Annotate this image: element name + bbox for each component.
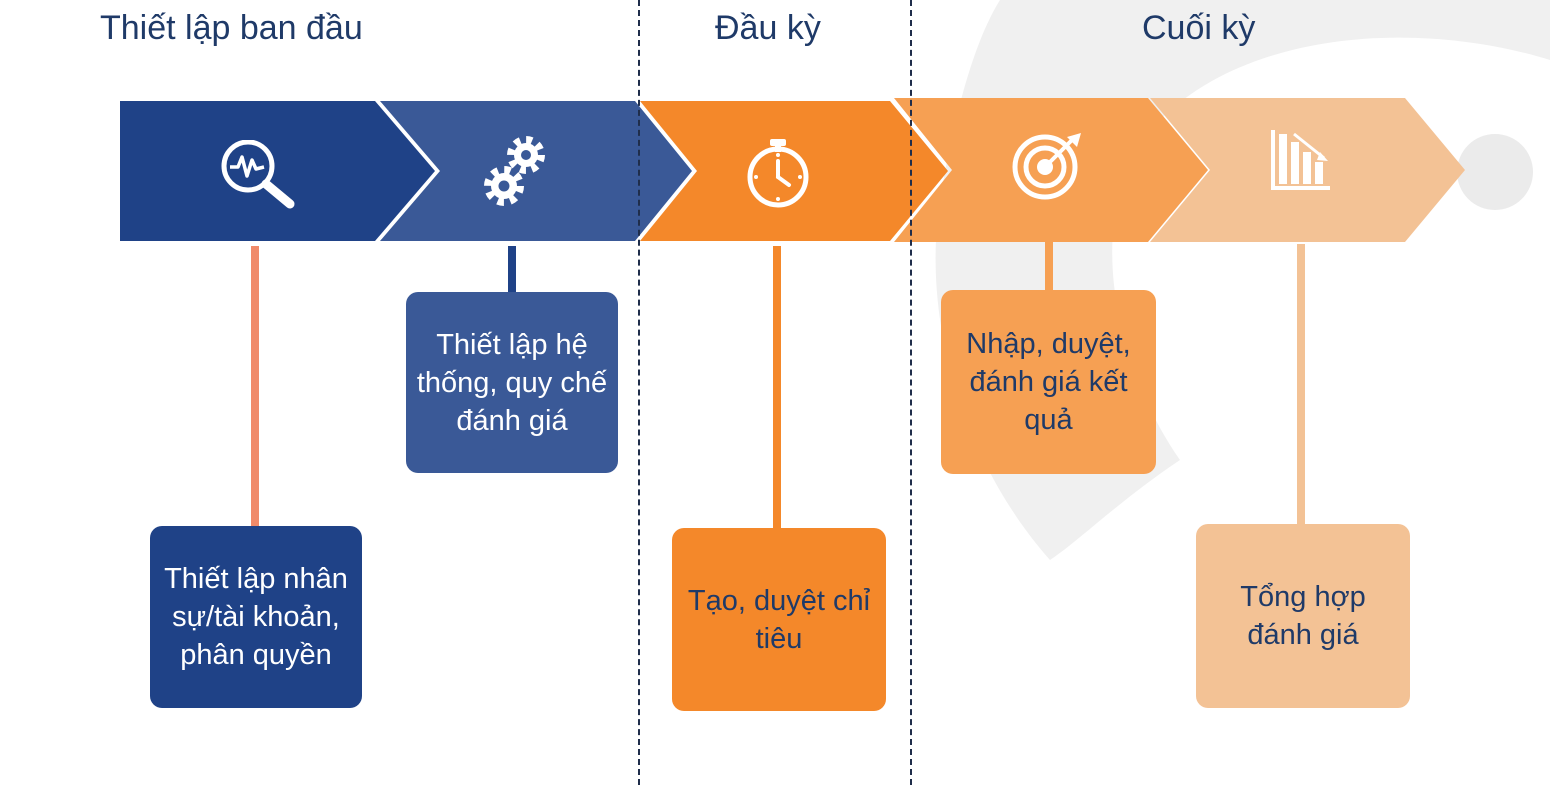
step-label-2: Thiết lập hệ thống, quy chế đánh giá — [416, 328, 608, 437]
step-label-1: Thiết lập nhân sự/tài khoản, phân quyền — [164, 563, 348, 671]
step-box-3: Tạo, duyệt chỉ tiêu — [672, 528, 886, 711]
chevron-step-3 — [640, 101, 948, 241]
bar-chart-icon — [1271, 130, 1330, 190]
target-icon — [1012, 133, 1081, 200]
connector-step-2 — [508, 246, 516, 292]
phase-divider-2 — [910, 0, 912, 785]
step-label-3: Tạo, duyệt chỉ tiêu — [687, 584, 871, 655]
step-box-4: Nhập, duyệt, đánh giá kết quả — [941, 290, 1156, 474]
step-box-5: Tổng hợp đánh giá — [1196, 524, 1410, 708]
gears-icon — [484, 136, 545, 206]
step-label-5: Tổng hợp đánh giá — [1240, 581, 1366, 651]
step-label-4: Nhập, duyệt, đánh giá kết quả — [966, 328, 1131, 436]
phase-title-setup: Thiết lập ban đầu — [100, 9, 363, 47]
step-box-1: Thiết lập nhân sự/tài khoản, phân quyền — [150, 526, 362, 708]
phase-divider-1 — [638, 0, 640, 785]
step-box-2: Thiết lập hệ thống, quy chế đánh giá — [406, 292, 618, 473]
stopwatch-icon — [747, 139, 809, 208]
connector-step-3 — [773, 246, 781, 528]
analytics-magnifier-icon — [221, 140, 295, 209]
connector-step-1 — [251, 246, 259, 526]
connector-step-5 — [1297, 244, 1305, 526]
phase-title-end-of-period: Cuối kỳ — [1142, 9, 1256, 47]
connector-step-4 — [1045, 242, 1053, 290]
chevron-step-1 — [120, 101, 435, 241]
phase-title-start-of-period: Đầu kỳ — [715, 9, 821, 47]
